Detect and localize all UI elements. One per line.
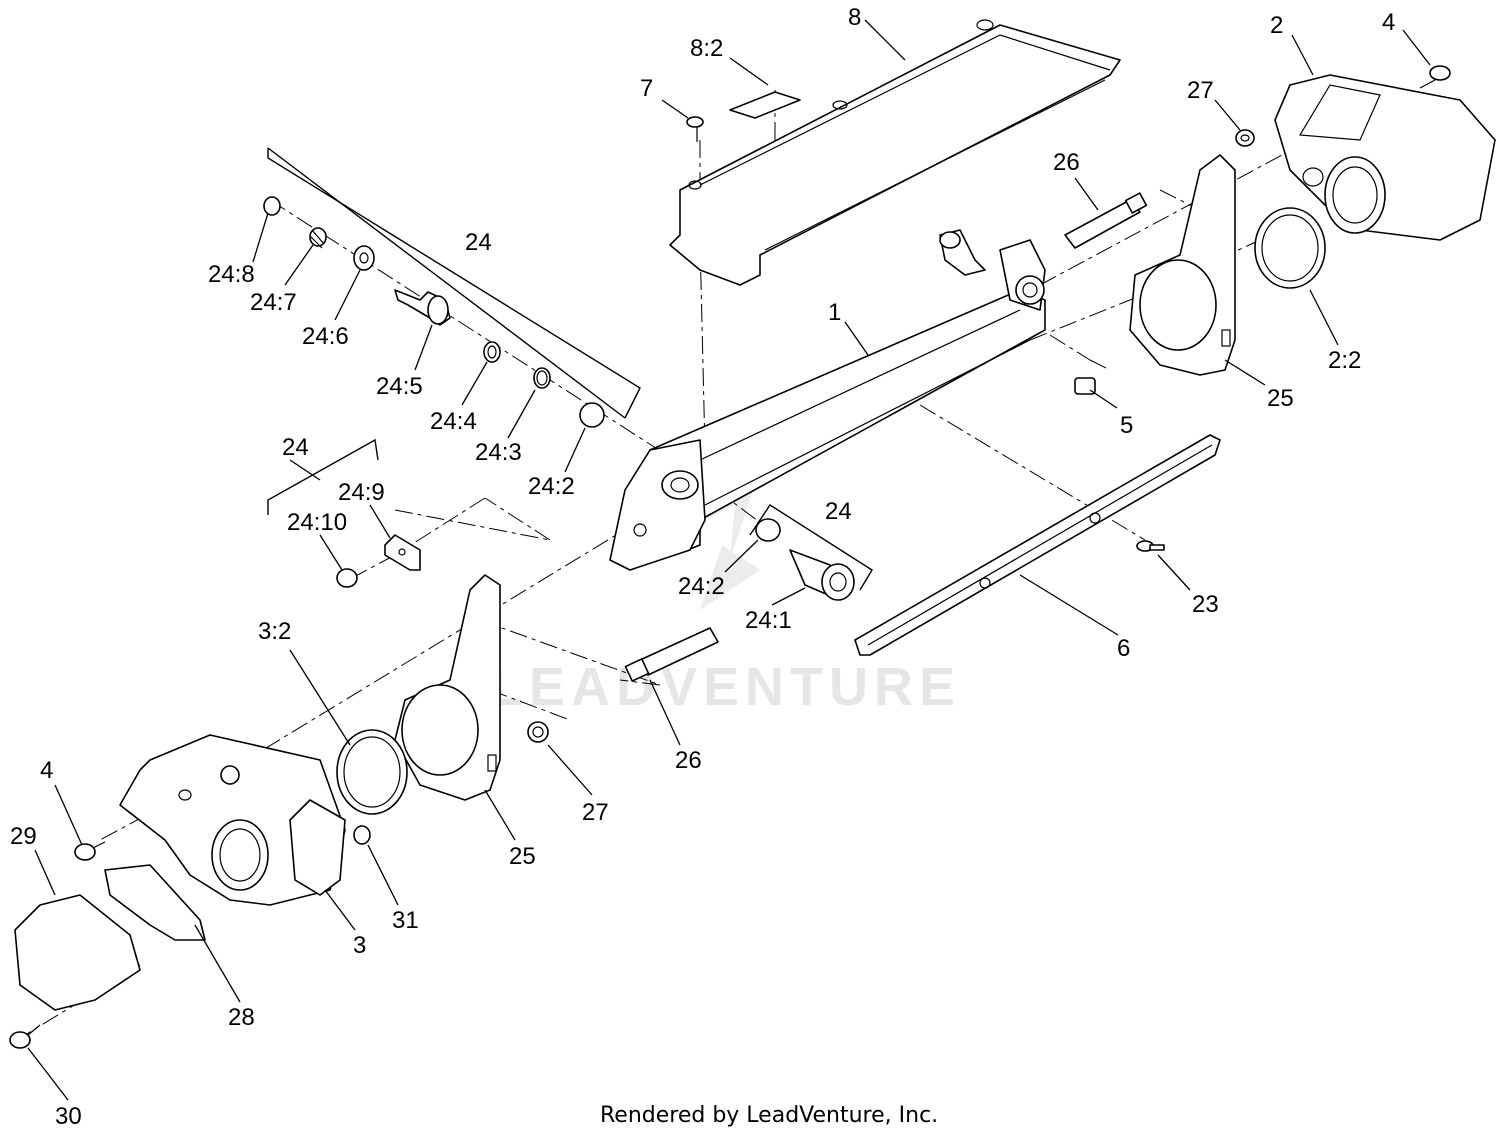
callout-25-left: 25 (509, 843, 536, 870)
right-ring (1254, 207, 1326, 289)
pin-26-right-icon (1064, 192, 1148, 249)
callout-4-right: 4 (1382, 9, 1395, 36)
bolt-4-right-icon (1419, 65, 1451, 89)
callout-8: 8 (848, 4, 861, 31)
adjuster-subassembly-parts (263, 196, 605, 428)
callout-24-4: 24:4 (430, 408, 477, 435)
slide-rail (854, 434, 1221, 656)
callout-7: 7 (640, 75, 653, 102)
callout-4-left: 4 (40, 757, 53, 784)
end-cover (14, 894, 141, 1011)
gasket (104, 864, 206, 941)
callout-5: 5 (1120, 412, 1133, 439)
callout-24-7: 24:7 (250, 289, 297, 316)
callout-24-lower: 24 (825, 498, 852, 525)
callout-24-5: 24:5 (376, 373, 423, 400)
footer-credit: Rendered by LeadVenture, Inc. (600, 1103, 938, 1128)
callout-24-10: 24:10 (287, 509, 347, 536)
callout-2: 2 (1270, 12, 1283, 39)
callout-27-left: 27 (582, 799, 609, 826)
callout-31: 31 (392, 907, 419, 934)
top-cover-plate (669, 19, 1121, 286)
subassembly-brackets (267, 147, 873, 591)
callout-30: 30 (55, 1103, 82, 1130)
callout-24-9: 24:9 (338, 479, 385, 506)
callout-labels: 8 8:2 7 2 4 27 26 1 2:2 25 5 23 6 24 24:… (10, 4, 1395, 1130)
callout-6: 6 (1117, 635, 1130, 662)
pin-26-left-icon (624, 627, 719, 682)
leader-lines (27, 19, 1431, 1101)
bolt-23-icon (1136, 540, 1165, 552)
plate-and-screw-icon (336, 534, 421, 588)
callout-24-3: 24:3 (475, 439, 522, 466)
callout-28: 28 (228, 1004, 255, 1031)
callout-24-2-upper: 24:2 (528, 473, 575, 500)
callout-25-right: 25 (1267, 385, 1294, 412)
left-pivot-arm (394, 574, 501, 801)
callout-29: 29 (10, 823, 37, 850)
decal (729, 91, 801, 119)
callout-24-6: 24:6 (302, 323, 349, 350)
bolt-7-icon (686, 116, 704, 142)
washer-31-icon (353, 825, 371, 845)
left-ring (336, 729, 408, 815)
adjuster-lower-parts (755, 518, 855, 601)
bolt-4-left-icon (74, 841, 106, 861)
callout-3-2: 3:2 (258, 618, 291, 645)
nut-27-left-icon (527, 721, 549, 743)
callout-24-left: 24 (282, 434, 309, 461)
right-gear-housing (1274, 74, 1496, 241)
callout-24-2-lower: 24:2 (678, 573, 725, 600)
left-gear-housing (119, 734, 346, 906)
callout-2-2: 2:2 (1328, 347, 1361, 374)
callout-24-1: 24:1 (745, 607, 792, 634)
frame-left-housing (609, 439, 706, 571)
callout-3: 3 (353, 932, 366, 959)
watermark-text: LEADVENTURE (490, 657, 961, 717)
callout-26-left: 26 (675, 747, 702, 774)
right-pivot-arm (1129, 154, 1236, 376)
callout-24-upper: 24 (465, 229, 492, 256)
callout-24-8: 24:8 (208, 261, 255, 288)
callout-23: 23 (1192, 591, 1219, 618)
nut-27-right-icon (1235, 129, 1255, 147)
callout-27-right: 27 (1187, 77, 1214, 104)
callout-1: 1 (828, 299, 841, 326)
callout-8-2: 8:2 (690, 35, 723, 62)
callout-26-right: 26 (1053, 149, 1080, 176)
bolt-30-icon (9, 1024, 41, 1049)
